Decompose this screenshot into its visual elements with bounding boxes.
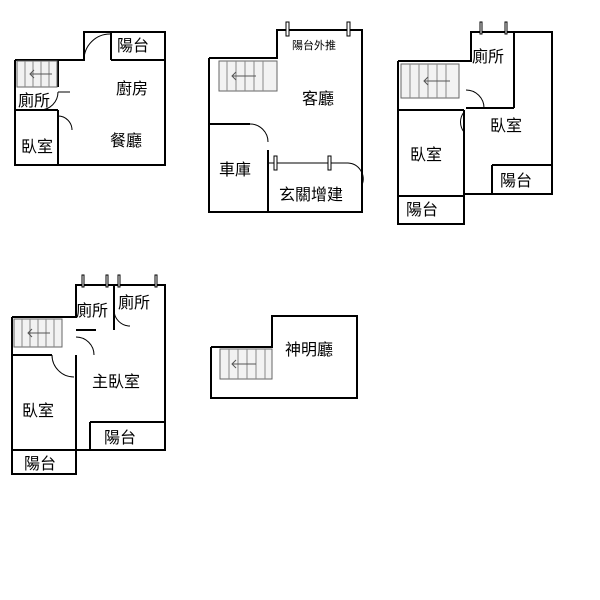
floor-3-bedroom-left-label: 臥室	[410, 145, 442, 164]
floor-2-living-label: 客廳	[302, 89, 334, 108]
floor-4-outline	[11, 284, 166, 475]
floor-2-balcony-push-label: 陽台外推	[292, 38, 336, 52]
floor-4-bedroom-door	[51, 354, 75, 378]
floor-2-garage-label: 車庫	[219, 160, 251, 179]
floor-4-balcony-right-label: 陽台	[104, 428, 136, 447]
floor-5-shrine-label: 神明廳	[285, 340, 333, 359]
floor-1: 陽台 廚房 廁所 臥室 餐廳	[14, 31, 166, 166]
floor-2-entrance-label: 玄關增建	[279, 185, 343, 204]
floor-1-kitchen-label: 廚房	[116, 79, 148, 98]
floor-3: 廁所 臥室 臥室 陽台 陽台	[397, 21, 553, 225]
floor-1-toilet-door	[39, 91, 59, 111]
floor-3-balcony-right-label: 陽台	[500, 171, 532, 190]
floor-2: 陽台外推 客廳 車庫 玄關增建	[208, 21, 364, 213]
floor-1-bedroom-door	[57, 115, 73, 131]
floor-4-toilet-right-door	[113, 309, 131, 327]
floor-4-master-bedroom-label: 主臥室	[92, 372, 140, 391]
floor-2-garage-door	[249, 123, 269, 143]
floor-5: 神明廳	[210, 315, 358, 399]
floor-3-toilet-label: 廁所	[472, 47, 504, 66]
floor-5-outline	[210, 315, 358, 399]
floor-1-bedroom-label: 臥室	[21, 137, 53, 156]
floor-3-bedroom-door	[460, 111, 465, 133]
floor-4-toilet-door	[75, 336, 95, 356]
floor-1-toilet-label: 廁所	[18, 91, 50, 110]
floor-1-balcony-label: 陽台	[117, 36, 149, 55]
floor-3-balcony-bottom-label: 陽台	[406, 200, 438, 219]
floor-4-bedroom-label: 臥室	[22, 401, 54, 420]
floor-4: 廁所 廁所 主臥室 臥室 陽台 陽台	[11, 274, 166, 475]
floor-3-outline	[397, 31, 553, 225]
floor-1-dining-label: 餐廳	[110, 131, 142, 150]
floor-2-entrance-door	[347, 162, 364, 186]
floor-3-toilet-door	[465, 89, 485, 109]
floor-4-toilet-right-label: 廁所	[118, 293, 150, 312]
floor-4-balcony-left-label: 陽台	[24, 454, 56, 473]
floor-3-bedroom-main-label: 臥室	[490, 116, 522, 135]
floor-4-toilet-left-label: 廁所	[76, 301, 108, 320]
floor-1-balcony-door	[83, 33, 111, 61]
floor-2-outline	[208, 29, 363, 213]
